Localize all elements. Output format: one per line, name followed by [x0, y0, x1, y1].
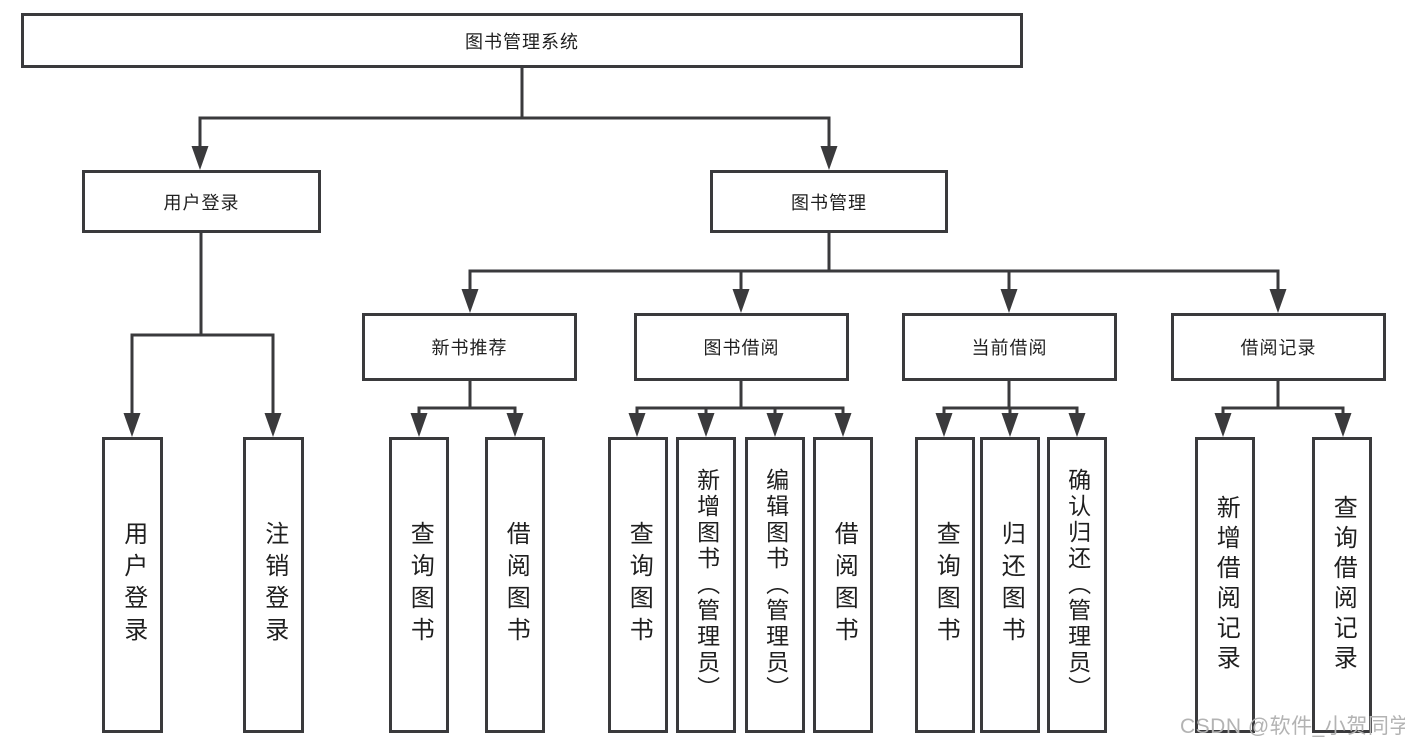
node-current-borrowing: 当前借阅 — [902, 313, 1117, 381]
leaf-query-books-current: 查询图书 — [915, 437, 975, 733]
leaf-query-books-recommend: 查询图书 — [389, 437, 449, 733]
leaf-query-borrow-record: 查询借阅记录 — [1312, 437, 1372, 733]
leaf-logout-login: 注销登录 — [243, 437, 304, 733]
leaf-borrow-books-borrowing: 借阅图书 — [813, 437, 873, 733]
leaf-borrow-books-recommend: 借阅图书 — [485, 437, 545, 733]
csdn-watermark: CSDN @软件_小贺同学 — [1180, 715, 1405, 738]
leaf-confirm-return-admin: 确认归还（管理员） — [1047, 437, 1107, 733]
leaf-user-login: 用户登录 — [102, 437, 163, 733]
leaf-add-borrow-record: 新增借阅记录 — [1195, 437, 1255, 733]
leaf-edit-books-admin: 编辑图书（管理员） — [745, 437, 805, 733]
node-book-management: 图书管理 — [710, 170, 948, 233]
leaf-query-books-borrowing: 查询图书 — [608, 437, 668, 733]
arrowheads — [123, 146, 1352, 437]
node-user-login: 用户登录 — [82, 170, 321, 233]
leaf-return-books: 归还图书 — [980, 437, 1040, 733]
node-library-management-system: 图书管理系统 — [21, 13, 1023, 68]
node-borrowing-records: 借阅记录 — [1171, 313, 1386, 381]
leaf-add-books-admin: 新增图书（管理员） — [676, 437, 736, 733]
node-new-book-recommendation: 新书推荐 — [362, 313, 577, 381]
node-book-borrowing: 图书借阅 — [634, 313, 849, 381]
